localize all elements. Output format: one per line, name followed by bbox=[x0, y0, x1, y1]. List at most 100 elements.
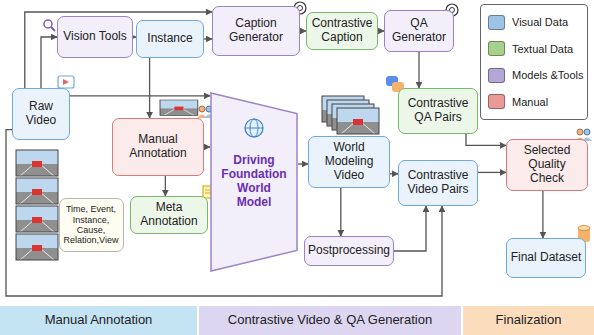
tool-box: Vision Tools bbox=[57, 16, 133, 58]
stage-band: Contrastive Video & QA Generation bbox=[199, 306, 461, 335]
flow-arrow bbox=[70, 95, 210, 96]
legend-label: Visual Data bbox=[512, 16, 568, 28]
text-box: Contrastive QA Pairs bbox=[398, 88, 478, 134]
legend-label: Textual Data bbox=[512, 43, 573, 55]
flow-arrow bbox=[165, 176, 166, 196]
node-text-group: Postprocessing bbox=[308, 244, 390, 258]
model-box: Caption Generator bbox=[212, 6, 300, 56]
vision-tools-icon bbox=[44, 20, 55, 31]
legend-row: Textual Data bbox=[488, 41, 580, 56]
flow-arrow bbox=[542, 191, 543, 238]
legend-label: Manual bbox=[512, 96, 548, 108]
flow-arrow bbox=[390, 173, 398, 174]
flow-arrow bbox=[394, 206, 426, 251]
node-label: Manual Annotation bbox=[116, 133, 200, 161]
flow-arrow bbox=[25, 12, 212, 88]
data-box: Final Dataset bbox=[506, 238, 586, 278]
legend-swatch bbox=[488, 41, 505, 56]
node-text-group: Vision Tools bbox=[63, 30, 127, 44]
annotators-icon bbox=[199, 106, 205, 112]
meta-note-icon bbox=[205, 190, 211, 191]
node-label: World Modeling Video bbox=[312, 141, 386, 182]
legend-swatch bbox=[488, 68, 505, 83]
world-video-frames bbox=[322, 96, 379, 134]
manual-box: Manual Annotation bbox=[112, 118, 204, 176]
node-text-group: QA Generator bbox=[388, 17, 450, 45]
node-label: Contrastive Video & QA Generation bbox=[228, 313, 432, 328]
flow-arrow bbox=[41, 37, 57, 88]
node-label: Selected Quality Check bbox=[510, 144, 584, 185]
flow-arrow bbox=[418, 52, 419, 88]
node-text-group: Driving Foundation World Model bbox=[220, 154, 288, 209]
node-label: Finalization bbox=[496, 313, 562, 328]
flow-arrow bbox=[204, 38, 212, 39]
node-text-group: Caption Generator bbox=[216, 17, 296, 45]
raw-video-icon bbox=[58, 76, 74, 88]
node-label: QA Generator bbox=[388, 17, 450, 45]
meta-note-icon bbox=[205, 193, 211, 194]
video-frames-left bbox=[16, 206, 58, 232]
node-text-group: Manual Annotation bbox=[45, 313, 153, 328]
world-model-trapezoid: Driving Foundation World Model bbox=[210, 92, 298, 272]
data-box: Raw Video bbox=[12, 88, 70, 140]
instance-thumbnail bbox=[160, 100, 198, 116]
node-text-group: World Modeling Video bbox=[312, 141, 386, 182]
node-text-group: Finalization bbox=[496, 313, 562, 328]
vision-tools-icon bbox=[44, 20, 52, 28]
flow-arrow bbox=[478, 172, 506, 173]
legend-label: Models &Tools bbox=[512, 69, 584, 81]
flow-arrow bbox=[149, 58, 150, 118]
raw-video-icon bbox=[63, 79, 69, 85]
data-box: World Modeling Video bbox=[308, 136, 390, 187]
node-label: Postprocessing bbox=[308, 244, 390, 258]
node-label: Final Dataset bbox=[511, 251, 582, 265]
raw-video-icon bbox=[58, 76, 74, 88]
node-text-group: Raw Video bbox=[16, 100, 66, 128]
note-box: Time, Event, Instance, Cause, Relation,V… bbox=[59, 198, 124, 252]
video-frames-left bbox=[16, 150, 58, 260]
node-text-group: Contrastive QA Pairs bbox=[402, 97, 474, 125]
legend-swatch bbox=[488, 15, 505, 30]
flow-arrow bbox=[298, 163, 308, 164]
stage-band: Finalization bbox=[463, 306, 594, 335]
node-label: Vision Tools bbox=[63, 30, 127, 44]
stage-band: Manual Annotation bbox=[0, 306, 197, 335]
node-text-group: Contrastive Video Pairs bbox=[402, 169, 474, 197]
node-text-group: Contrastive Caption bbox=[310, 17, 374, 45]
node-label: Driving Foundation World Model bbox=[220, 154, 288, 209]
node-label: Raw Video bbox=[16, 100, 66, 128]
node-text-group: Meta Annotation bbox=[134, 201, 204, 229]
node-label: Time, Event, Instance, Cause, Relation,V… bbox=[63, 204, 120, 245]
legend-row: Manual bbox=[488, 94, 580, 109]
video-frames-left bbox=[16, 234, 58, 260]
manual-box: Selected Quality Check bbox=[506, 139, 588, 190]
node-label: Contrastive Caption bbox=[310, 17, 374, 45]
flow-arrow bbox=[204, 146, 210, 147]
data-box: Contrastive Video Pairs bbox=[398, 160, 478, 206]
video-frames-left bbox=[16, 178, 58, 204]
text-box: Meta Annotation bbox=[130, 196, 208, 234]
legend-row: Models &Tools bbox=[488, 68, 580, 83]
node-label: Manual Annotation bbox=[45, 313, 153, 328]
legend-row: Visual Data bbox=[488, 15, 580, 30]
globe-icon bbox=[245, 119, 263, 137]
node-label: Contrastive Video Pairs bbox=[402, 169, 474, 197]
flow-arrow bbox=[466, 134, 506, 145]
model-box: QA Generator bbox=[384, 10, 454, 52]
node-text-group: Contrastive Video & QA Generation bbox=[228, 313, 432, 328]
world-video-frames bbox=[337, 108, 379, 134]
node-text-group: Manual Annotation bbox=[116, 133, 200, 161]
node-text-group: Instance bbox=[147, 32, 192, 46]
node-label: Instance bbox=[147, 32, 192, 46]
data-box: Instance bbox=[136, 20, 204, 58]
node-label: Contrastive QA Pairs bbox=[402, 97, 474, 125]
flow-arrow bbox=[340, 188, 341, 236]
node-label: Caption Generator bbox=[216, 17, 296, 45]
trapezoid-shape bbox=[211, 93, 297, 271]
database-icon bbox=[578, 226, 590, 231]
tool-box: Postprocessing bbox=[304, 236, 394, 266]
text-box: Contrastive Caption bbox=[306, 12, 378, 50]
legend-box: Visual DataTextual DataModels &ToolsManu… bbox=[480, 4, 588, 120]
instance-thumbnail bbox=[160, 100, 198, 116]
legend-swatch bbox=[488, 94, 505, 109]
